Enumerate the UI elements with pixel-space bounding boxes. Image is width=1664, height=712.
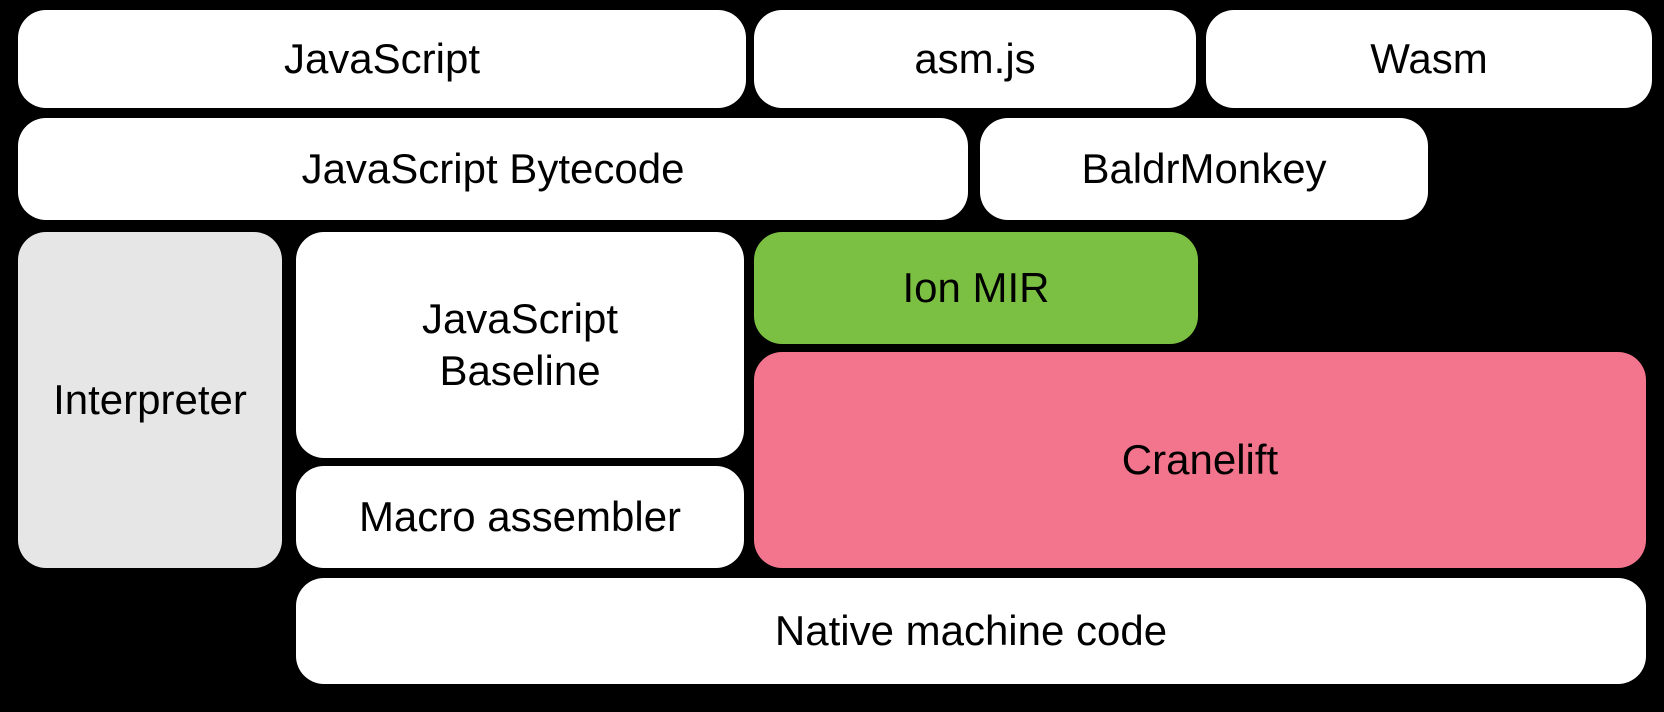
node-javascript-baseline: JavaScript Baseline <box>296 232 744 458</box>
node-cranelift-label: Cranelift <box>1121 435 1279 483</box>
node-javascript-bytecode-label: JavaScript Bytecode <box>301 144 685 192</box>
node-javascript-baseline-label: JavaScript Baseline <box>421 294 619 395</box>
node-baldrmonkey: BaldrMonkey <box>980 118 1428 220</box>
node-cranelift: Cranelift <box>754 352 1646 568</box>
node-asmjs-label: asm.js <box>914 34 1036 82</box>
node-ion-mir-label: Ion MIR <box>902 263 1050 311</box>
node-javascript-bytecode: JavaScript Bytecode <box>18 118 968 220</box>
node-interpreter: Interpreter <box>18 232 282 568</box>
node-asmjs: asm.js <box>754 10 1196 108</box>
node-wasm-label: Wasm <box>1370 34 1488 82</box>
node-javascript: JavaScript <box>18 10 746 108</box>
node-ion-mir: Ion MIR <box>754 232 1198 344</box>
node-macro-assembler-label: Macro assembler <box>358 492 682 540</box>
node-javascript-label: JavaScript <box>283 34 481 82</box>
node-native-machine-code-label: Native machine code <box>774 606 1168 654</box>
node-baldrmonkey-label: BaldrMonkey <box>1081 144 1327 192</box>
node-native-machine-code: Native machine code <box>296 578 1646 684</box>
node-interpreter-label: Interpreter <box>53 375 247 423</box>
node-macro-assembler: Macro assembler <box>296 466 744 568</box>
node-wasm: Wasm <box>1206 10 1652 108</box>
